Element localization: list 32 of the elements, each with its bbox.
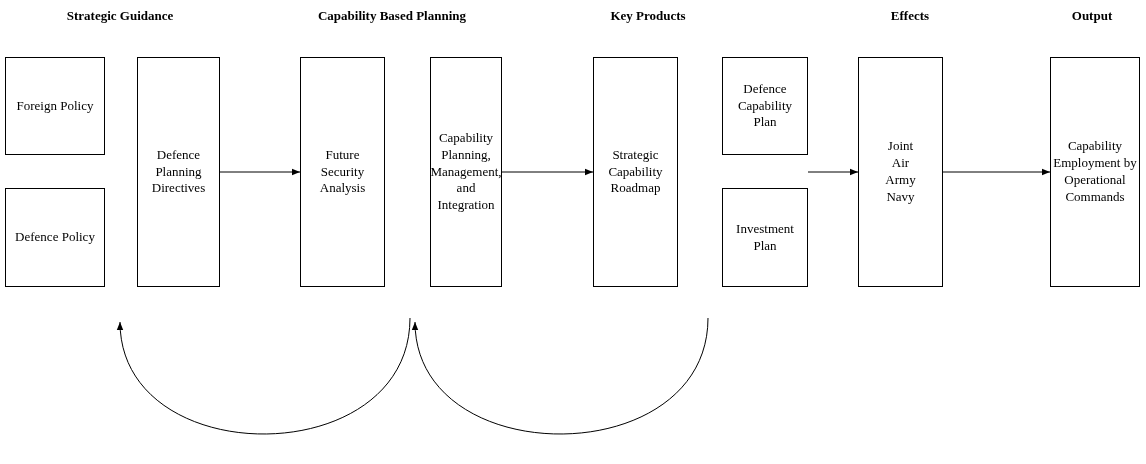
- arrow: [219, 168, 301, 176]
- box-label: Army: [885, 172, 916, 189]
- column-heading: Key Products: [609, 8, 687, 25]
- box-label: Investment Plan: [735, 220, 795, 255]
- arrow: [942, 168, 1051, 176]
- box-label: Defence Capability Plan: [736, 80, 794, 132]
- box-label: Strategic Capability Roadmap: [607, 146, 664, 198]
- box-label: Air: [891, 155, 910, 172]
- process-box: [430, 57, 502, 287]
- process-box: [722, 188, 808, 287]
- process-box: [858, 57, 943, 287]
- process-box: [300, 57, 385, 287]
- process-box: [722, 57, 808, 155]
- box-label: Navy: [886, 188, 915, 206]
- process-box: [593, 57, 678, 287]
- process-box: [1050, 57, 1140, 287]
- arrow: [501, 168, 594, 176]
- box-label: Future Security Analysis: [318, 146, 367, 198]
- box-label: Capability Planning, Management, and Integration: [430, 129, 502, 215]
- process-box: [137, 57, 220, 287]
- column-heading: Effects: [889, 8, 931, 25]
- process-box: [5, 188, 105, 287]
- box-label: Joint: [887, 138, 914, 156]
- arrow: [807, 168, 859, 176]
- column-heading: Strategic Guidance: [65, 8, 175, 25]
- column-heading: Capability Based Planning: [316, 8, 468, 25]
- box-label: Capability Employment by Operational Commands: [1053, 138, 1137, 206]
- column-heading: Output: [1070, 8, 1114, 25]
- box-label: Defence Planning Directives: [150, 146, 207, 198]
- box-label: Defence Policy: [15, 229, 95, 246]
- box-label: Foreign Policy: [16, 97, 94, 115]
- process-box: [5, 57, 105, 155]
